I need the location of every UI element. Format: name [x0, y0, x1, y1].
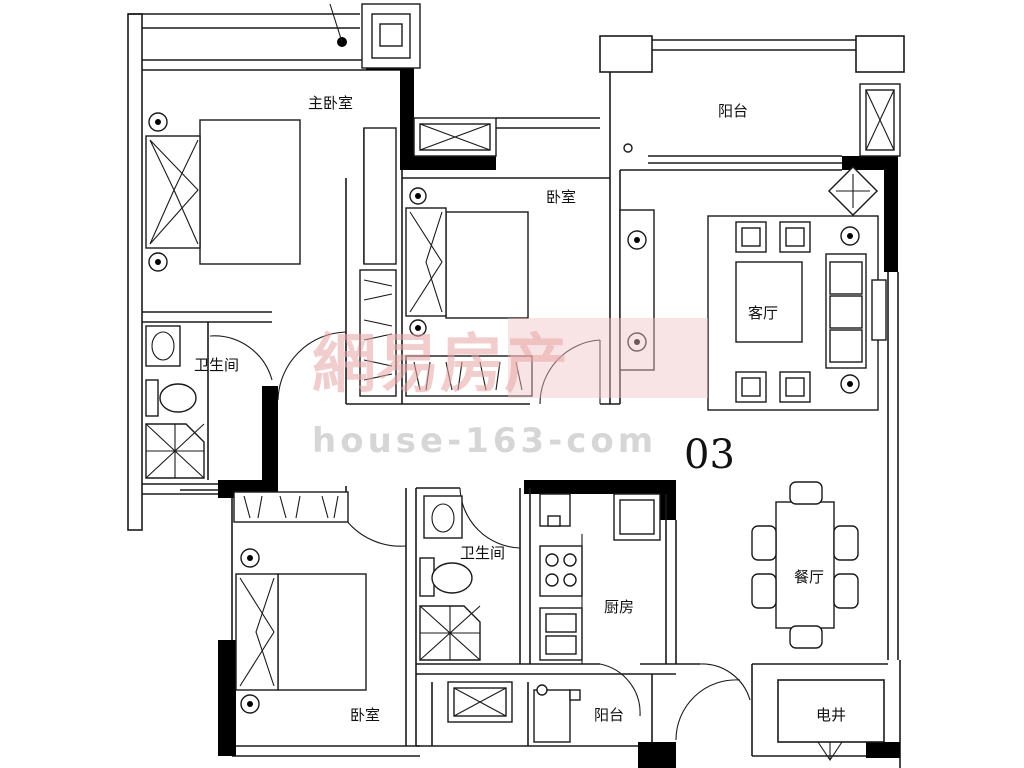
dining-set	[751, 481, 859, 649]
label-bathroom-south: 卫生间	[460, 544, 505, 562]
interior-walls	[142, 35, 905, 756]
kitchen-fixtures	[533, 493, 661, 743]
west-wall-outer	[127, 13, 143, 531]
south-bathroom-fixtures	[419, 495, 481, 661]
watermark-brand: 網易房产	[312, 328, 568, 402]
label-master-bedroom: 主卧室	[308, 94, 353, 112]
north-bedroom-furniture	[359, 187, 647, 397]
label-dining-room: 餐厅	[794, 568, 824, 586]
unit-number: 03	[684, 432, 735, 478]
label-balcony-south: 阳台	[594, 706, 624, 724]
shafts	[329, 3, 901, 723]
watermark: 網易房产 house-163-com	[312, 318, 708, 461]
doors	[209, 331, 751, 741]
south-bedroom-furniture	[233, 491, 367, 714]
label-bedroom-south: 卧室	[350, 706, 380, 724]
label-living-room: 客厅	[748, 304, 778, 322]
master-bed	[145, 112, 301, 272]
label-balcony-north: 阳台	[718, 102, 748, 120]
label-electric-shaft: 电井	[816, 706, 846, 724]
structural-walls	[218, 58, 900, 768]
label-bedroom-north: 卧室	[546, 188, 576, 206]
entrance-marks	[817, 741, 843, 761]
living-room-furniture	[707, 215, 887, 411]
west-bathroom-fixtures	[145, 325, 205, 479]
label-bathroom-west: 卫生间	[194, 356, 239, 374]
room-labels: 主卧室 卧室 阳台 客厅 卫生间 卫生间 厨房 餐厅 卧室 阳台 电井 03	[194, 94, 846, 724]
label-kitchen: 厨房	[604, 598, 634, 616]
watermark-site: house-163-com	[312, 421, 657, 461]
